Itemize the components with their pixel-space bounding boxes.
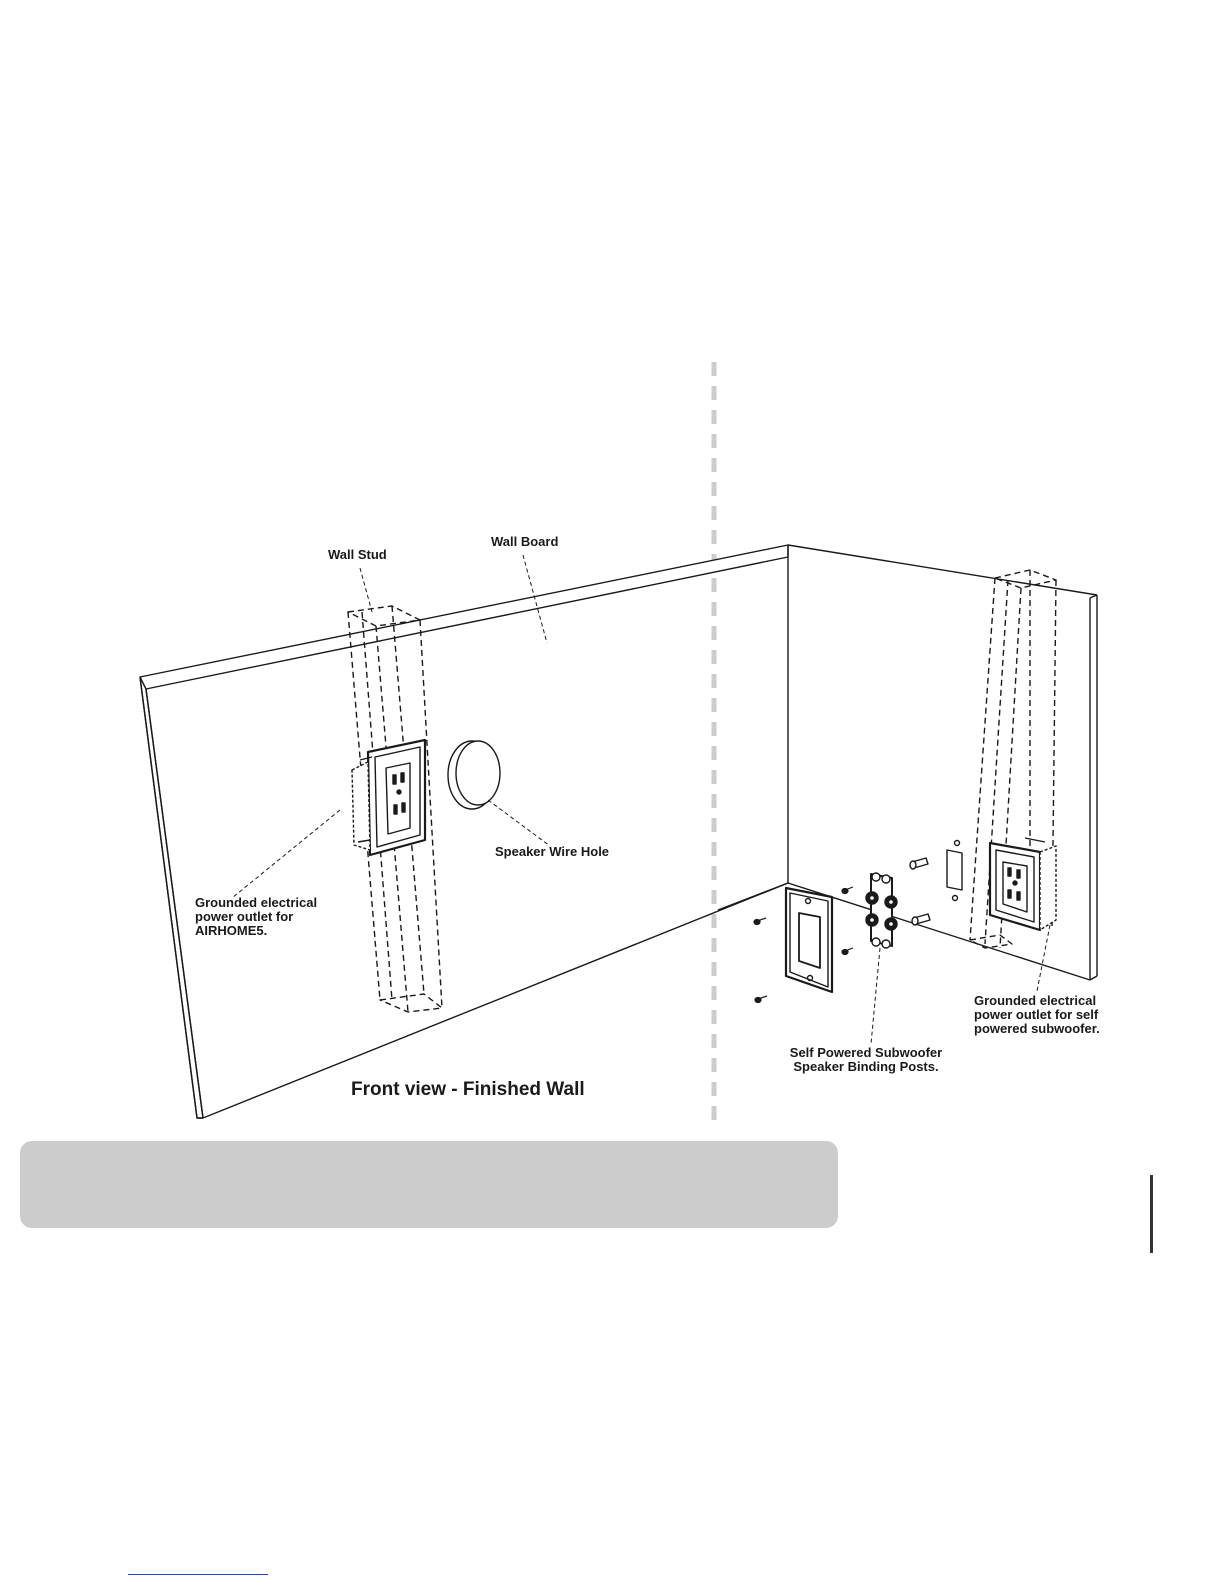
binding-posts-label: Self Powered Subwoofer Speaker Binding P…	[786, 1046, 946, 1074]
airhome-outlet-label-line-1: Grounded electrical	[195, 896, 317, 910]
right-power-outlet	[990, 838, 1056, 930]
airhome-outlet-label: Grounded electrical power outlet for AIR…	[195, 896, 317, 938]
caption-band	[20, 1141, 838, 1228]
airhome-outlet-label-line-3: AIRHOME5.	[195, 924, 317, 938]
page-edge-rule	[1150, 1175, 1153, 1253]
binding-posts-plate	[866, 873, 897, 948]
left-power-outlet	[352, 740, 425, 855]
wall-board-label: Wall Board	[491, 535, 558, 549]
left-wall-board	[140, 545, 788, 1118]
binding-posts-label-line-2: Speaker Binding Posts.	[786, 1060, 946, 1074]
decora-cover-plate	[786, 888, 832, 992]
speaker-wire-hole-label: Speaker Wire Hole	[495, 845, 609, 859]
binding-posts-label-line-1: Self Powered Subwoofer	[786, 1046, 946, 1060]
airhome-outlet-label-line-2: power outlet for	[195, 910, 317, 924]
subwoofer-outlet-label-line-3: powered subwoofer.	[974, 1022, 1100, 1036]
wall-stud-label: Wall Stud	[328, 548, 387, 562]
subwoofer-outlet-label-line-2: power outlet for self	[974, 1008, 1100, 1022]
front-view-title: Front view - Finished Wall	[351, 1079, 585, 1101]
wall-anchors	[910, 858, 930, 925]
wall-box-opening	[947, 841, 962, 901]
footer-link-underline	[128, 1574, 268, 1575]
subwoofer-outlet-label: Grounded electrical power outlet for sel…	[974, 994, 1100, 1036]
subwoofer-outlet-label-line-1: Grounded electrical	[974, 994, 1100, 1008]
speaker-wire-hole	[448, 741, 500, 809]
